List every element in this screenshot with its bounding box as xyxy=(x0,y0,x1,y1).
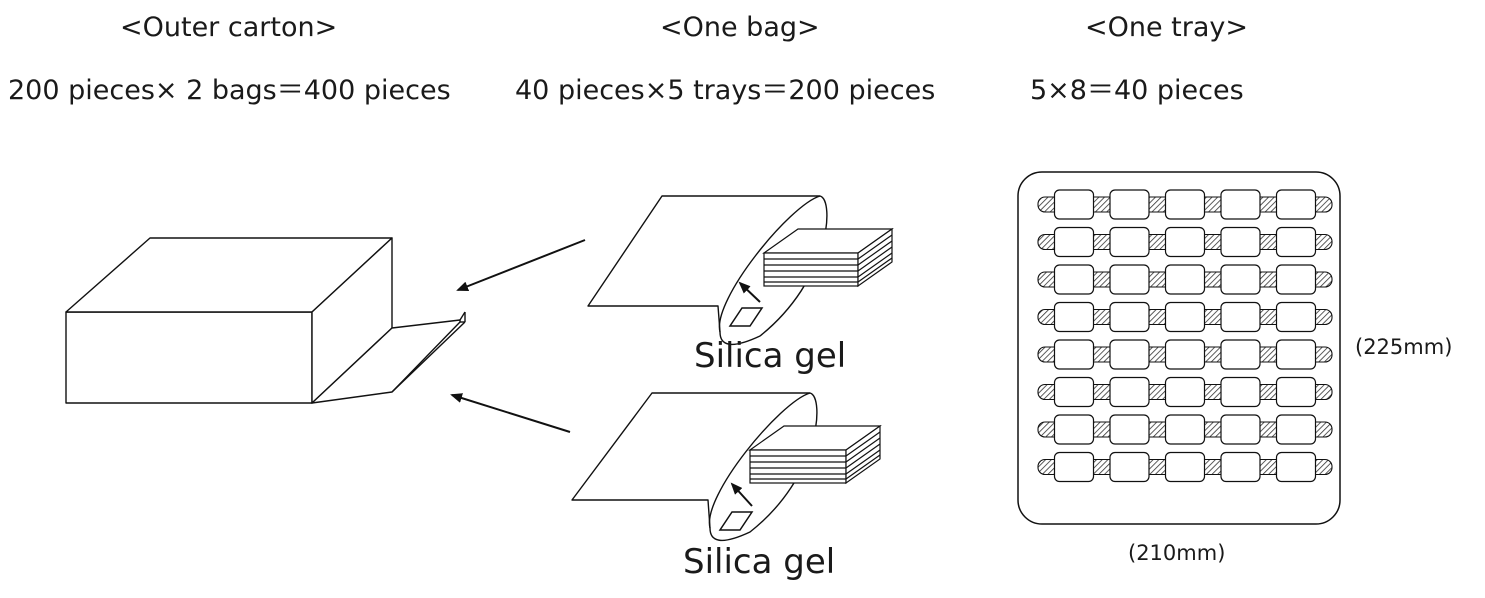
tray-pocket xyxy=(1053,339,1095,370)
tray-pocket xyxy=(1275,301,1317,333)
tray-pocket xyxy=(1220,451,1261,483)
outer-carton-box xyxy=(65,237,466,404)
tray-pocket xyxy=(1053,414,1095,445)
silica-gel-label-1: Silica gel xyxy=(694,336,847,376)
qty-one-tray: 5×8＝40 pieces xyxy=(1030,75,1244,106)
tray-pocket xyxy=(1220,189,1261,220)
bag-1 xyxy=(587,195,828,346)
tray-pocket xyxy=(1164,264,1206,295)
tray-height-label: (225mm) xyxy=(1355,335,1453,359)
tray-pocket xyxy=(1220,264,1261,295)
tray-pocket xyxy=(1220,339,1261,370)
tray-pocket xyxy=(1109,301,1150,333)
tray-pocket xyxy=(1275,264,1317,295)
bag-2-tray-stack xyxy=(748,424,882,485)
tray-pocket xyxy=(1109,451,1150,483)
tray-pocket xyxy=(1275,339,1317,370)
header-one-bag: <One bag> xyxy=(660,12,820,43)
silica-gel-packet-1 xyxy=(728,307,764,327)
silica-gel-packet-2 xyxy=(718,511,754,531)
tray-pocket xyxy=(1109,189,1150,220)
tray-pocket xyxy=(1220,301,1261,333)
header-one-tray: <One tray> xyxy=(1085,12,1249,43)
tray-pocket xyxy=(1109,339,1150,370)
arrow-bag2-to-carton xyxy=(450,393,571,433)
tray-width-label: (210mm) xyxy=(1128,541,1226,565)
header-outer-carton: <Outer carton> xyxy=(120,12,338,43)
tray-pocket xyxy=(1275,451,1317,483)
tray-pocket xyxy=(1053,301,1095,333)
tray-pocket xyxy=(1275,189,1317,220)
tray-pocket xyxy=(1164,414,1206,445)
tray-pocket xyxy=(1109,226,1150,258)
tray-pocket xyxy=(1109,264,1150,295)
tray-pocket xyxy=(1164,226,1206,258)
tray-pocket-grid xyxy=(1037,189,1333,483)
tray-pocket xyxy=(1053,451,1095,483)
bag-1-tray-stack xyxy=(762,227,894,288)
tray-pocket xyxy=(1053,226,1095,258)
tray-pocket xyxy=(1053,376,1095,408)
tray-pocket xyxy=(1109,414,1150,445)
tray-pocket xyxy=(1275,376,1317,408)
qty-one-bag: 40 pieces×5 trays＝200 pieces xyxy=(515,75,936,106)
arrow-silica-gel-1 xyxy=(738,281,761,303)
tray-pocket xyxy=(1164,339,1206,370)
tray-pocket xyxy=(1275,226,1317,258)
tray-pocket xyxy=(1220,376,1261,408)
arrow-silica-gel-2 xyxy=(730,482,753,507)
qty-outer-carton: 200 pieces× 2 bags＝400 pieces xyxy=(8,75,451,106)
tray-pocket xyxy=(1220,226,1261,258)
tray-pocket xyxy=(1053,264,1095,295)
tray-pocket xyxy=(1164,189,1206,220)
tray-pocket xyxy=(1109,376,1150,408)
tray-pocket xyxy=(1275,414,1317,445)
silica-gel-label-2: Silica gel xyxy=(683,542,836,582)
bag-2 xyxy=(571,392,818,542)
tray-pocket xyxy=(1164,301,1206,333)
tray-pocket xyxy=(1220,414,1261,445)
tray-pocket xyxy=(1053,189,1095,220)
tray-pocket xyxy=(1164,376,1206,408)
arrow-bag1-to-carton xyxy=(456,239,586,291)
tray-pocket xyxy=(1164,451,1206,483)
